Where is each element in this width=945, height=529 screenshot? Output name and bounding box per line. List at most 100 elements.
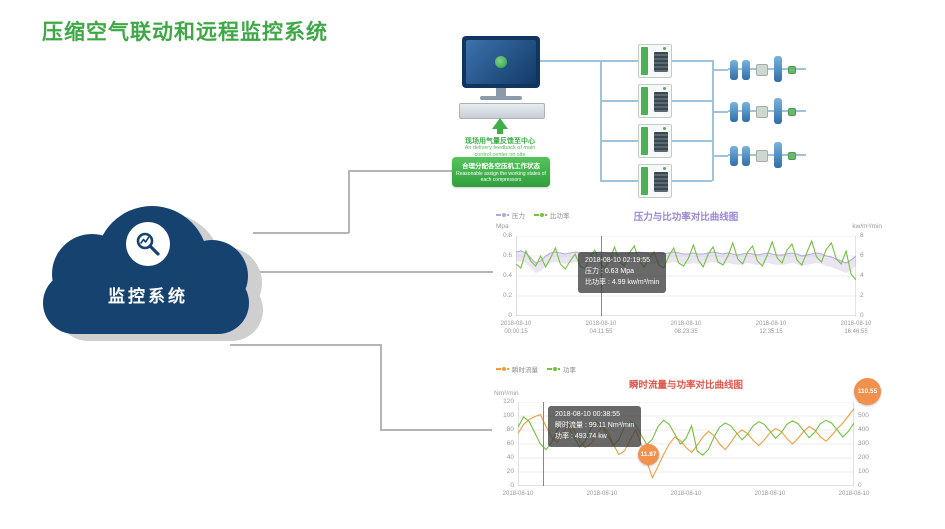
y-axis-tick: 100 (503, 412, 514, 419)
legend-item-specific-power[interactable]: 比功率 (534, 210, 570, 220)
pipe-line (600, 60, 638, 62)
y-axis-tick: 80 (506, 426, 514, 433)
y-axis-tick: 200 (858, 454, 869, 461)
assign-text-en: Reasonable assign the working states of … (456, 171, 546, 184)
air-compressor-unit (638, 44, 672, 78)
air-equipment-row (728, 140, 806, 170)
pipe-line (540, 60, 600, 62)
chart-title: 压力与比功率对比曲线图 (633, 212, 739, 223)
monitor-base (480, 96, 522, 100)
chart-tooltip: 2018-08-10 00:38:55 瞬时流量 : 99.11 Nm³/min… (548, 406, 642, 447)
right-axis-ticks: 8 6 4 2 0 (860, 232, 888, 319)
air-equipment-row (728, 96, 806, 126)
tooltip-line: 比功率 : 4.99 kw/m³/min (585, 278, 660, 286)
legend-marker-icon (496, 366, 509, 372)
chart-legend: 压力 比功率 (496, 210, 570, 220)
up-arrow-icon (497, 129, 503, 134)
x-axis-tick: 2018-08-10 (670, 491, 702, 497)
control-center-computer (459, 36, 545, 120)
y-axis-tick: 0.4 (502, 272, 512, 279)
y-axis-tick: 0 (508, 312, 512, 319)
pipe-bus-right (712, 60, 714, 181)
pipe-line (672, 140, 712, 142)
monitoring-system-cloud: 监控系统 (38, 196, 263, 346)
pipe-line (712, 69, 728, 71)
right-axis-unit: kw/m³/min (852, 223, 882, 230)
y-axis-tick: 4 (860, 272, 864, 279)
y-axis-tick: 120 (503, 398, 514, 405)
connector-line-chart2 (230, 344, 381, 346)
tooltip-line: 压力 : 0.63 Mpa (585, 267, 635, 275)
pipe-line (672, 60, 712, 62)
legend-label: 比功率 (550, 213, 570, 220)
x-axis-tick: 2018-08-10 (838, 491, 870, 497)
y-axis-tick: 60 (506, 440, 514, 447)
y-axis-tick: 40 (506, 454, 514, 461)
left-axis-unit: Mpa (496, 223, 509, 230)
legend-item-pressure[interactable]: 压力 (496, 210, 525, 220)
tooltip-line: 功率 : 493.74 kw (555, 432, 607, 440)
y-axis-tick: 100 (858, 468, 869, 475)
chart-tooltip: 2018-08-10 02:19:55 压力 : 0.63 Mpa 比功率 : … (578, 252, 667, 293)
tooltip-timestamp: 2018-08-10 00:38:55 (555, 411, 620, 418)
legend-label: 瞬时流量 (512, 367, 538, 374)
tooltip-timestamp: 2018-08-10 02:19:55 (585, 257, 650, 264)
pipe-bus-left (600, 60, 602, 181)
pipe-line (672, 100, 712, 102)
tooltip-line: 瞬时流量 : 99.11 Nm³/min (555, 421, 635, 429)
pipe-line (672, 180, 712, 182)
y-axis-tick: 0.6 (502, 252, 512, 259)
y-axis-tick: 2 (860, 292, 864, 299)
plot-area[interactable] (515, 235, 857, 317)
legend-item-power[interactable]: 功率 (547, 364, 576, 374)
y-axis-tick: 0.2 (502, 292, 512, 299)
legend-marker-icon (534, 212, 547, 218)
magnifier-trend-icon (126, 222, 170, 266)
left-axis-ticks: 0.8 0.6 0.4 0.2 0 (488, 232, 512, 319)
y-axis-tick: 20 (506, 468, 514, 475)
connector-line-diagram (253, 232, 349, 234)
left-axis-unit: Nm³/min (494, 390, 519, 397)
y-axis-tick: 500 (858, 412, 869, 419)
chart-title: 瞬时流量与功率对比曲线图 (628, 380, 743, 391)
monitor-icon (462, 36, 540, 88)
y-axis-tick: 8 (860, 232, 864, 239)
y-axis-tick: 0 (860, 312, 864, 319)
assign-text-cn: 合理分配各空压机工作状态 (462, 163, 540, 170)
legend-item-flow[interactable]: 瞬时流量 (496, 364, 538, 374)
air-compressor-unit (638, 124, 672, 158)
connector-line-chart2 (380, 429, 492, 431)
air-compressor-unit (638, 84, 672, 118)
y-axis-tick: 0.8 (502, 232, 512, 239)
cloud-label: 监控系统 (108, 287, 188, 306)
tooltip-cursor-line (543, 402, 544, 486)
legend-label: 功率 (563, 367, 576, 374)
min-point-marker: 11.87 (638, 444, 659, 465)
pipe-line (712, 155, 728, 157)
keyboard-icon (459, 103, 545, 119)
assign-states-box: 合理分配各空压机工作状态 Reasonable assign the worki… (452, 157, 550, 187)
pipe-line (600, 100, 638, 102)
monitor-stand (496, 88, 506, 96)
y-axis-tick: 0 (510, 482, 514, 489)
right-axis-ticks: 6005004003002001000 (858, 398, 886, 489)
legend-marker-icon (496, 212, 509, 218)
y-axis-tick: 0 (858, 482, 862, 489)
connector-line-chart2 (380, 344, 382, 430)
connector-line-diagram (348, 170, 350, 233)
up-arrow-icon (492, 118, 508, 129)
y-axis-tick: 6 (860, 252, 864, 259)
screen-logo-icon (495, 56, 507, 68)
connector-line-diagram (348, 170, 455, 172)
feedback-text-cn: 现场用气量反馈至中心 (465, 138, 535, 145)
x-axis-tick: 2018-08-10 (754, 491, 786, 497)
legend-label: 压力 (512, 213, 525, 220)
